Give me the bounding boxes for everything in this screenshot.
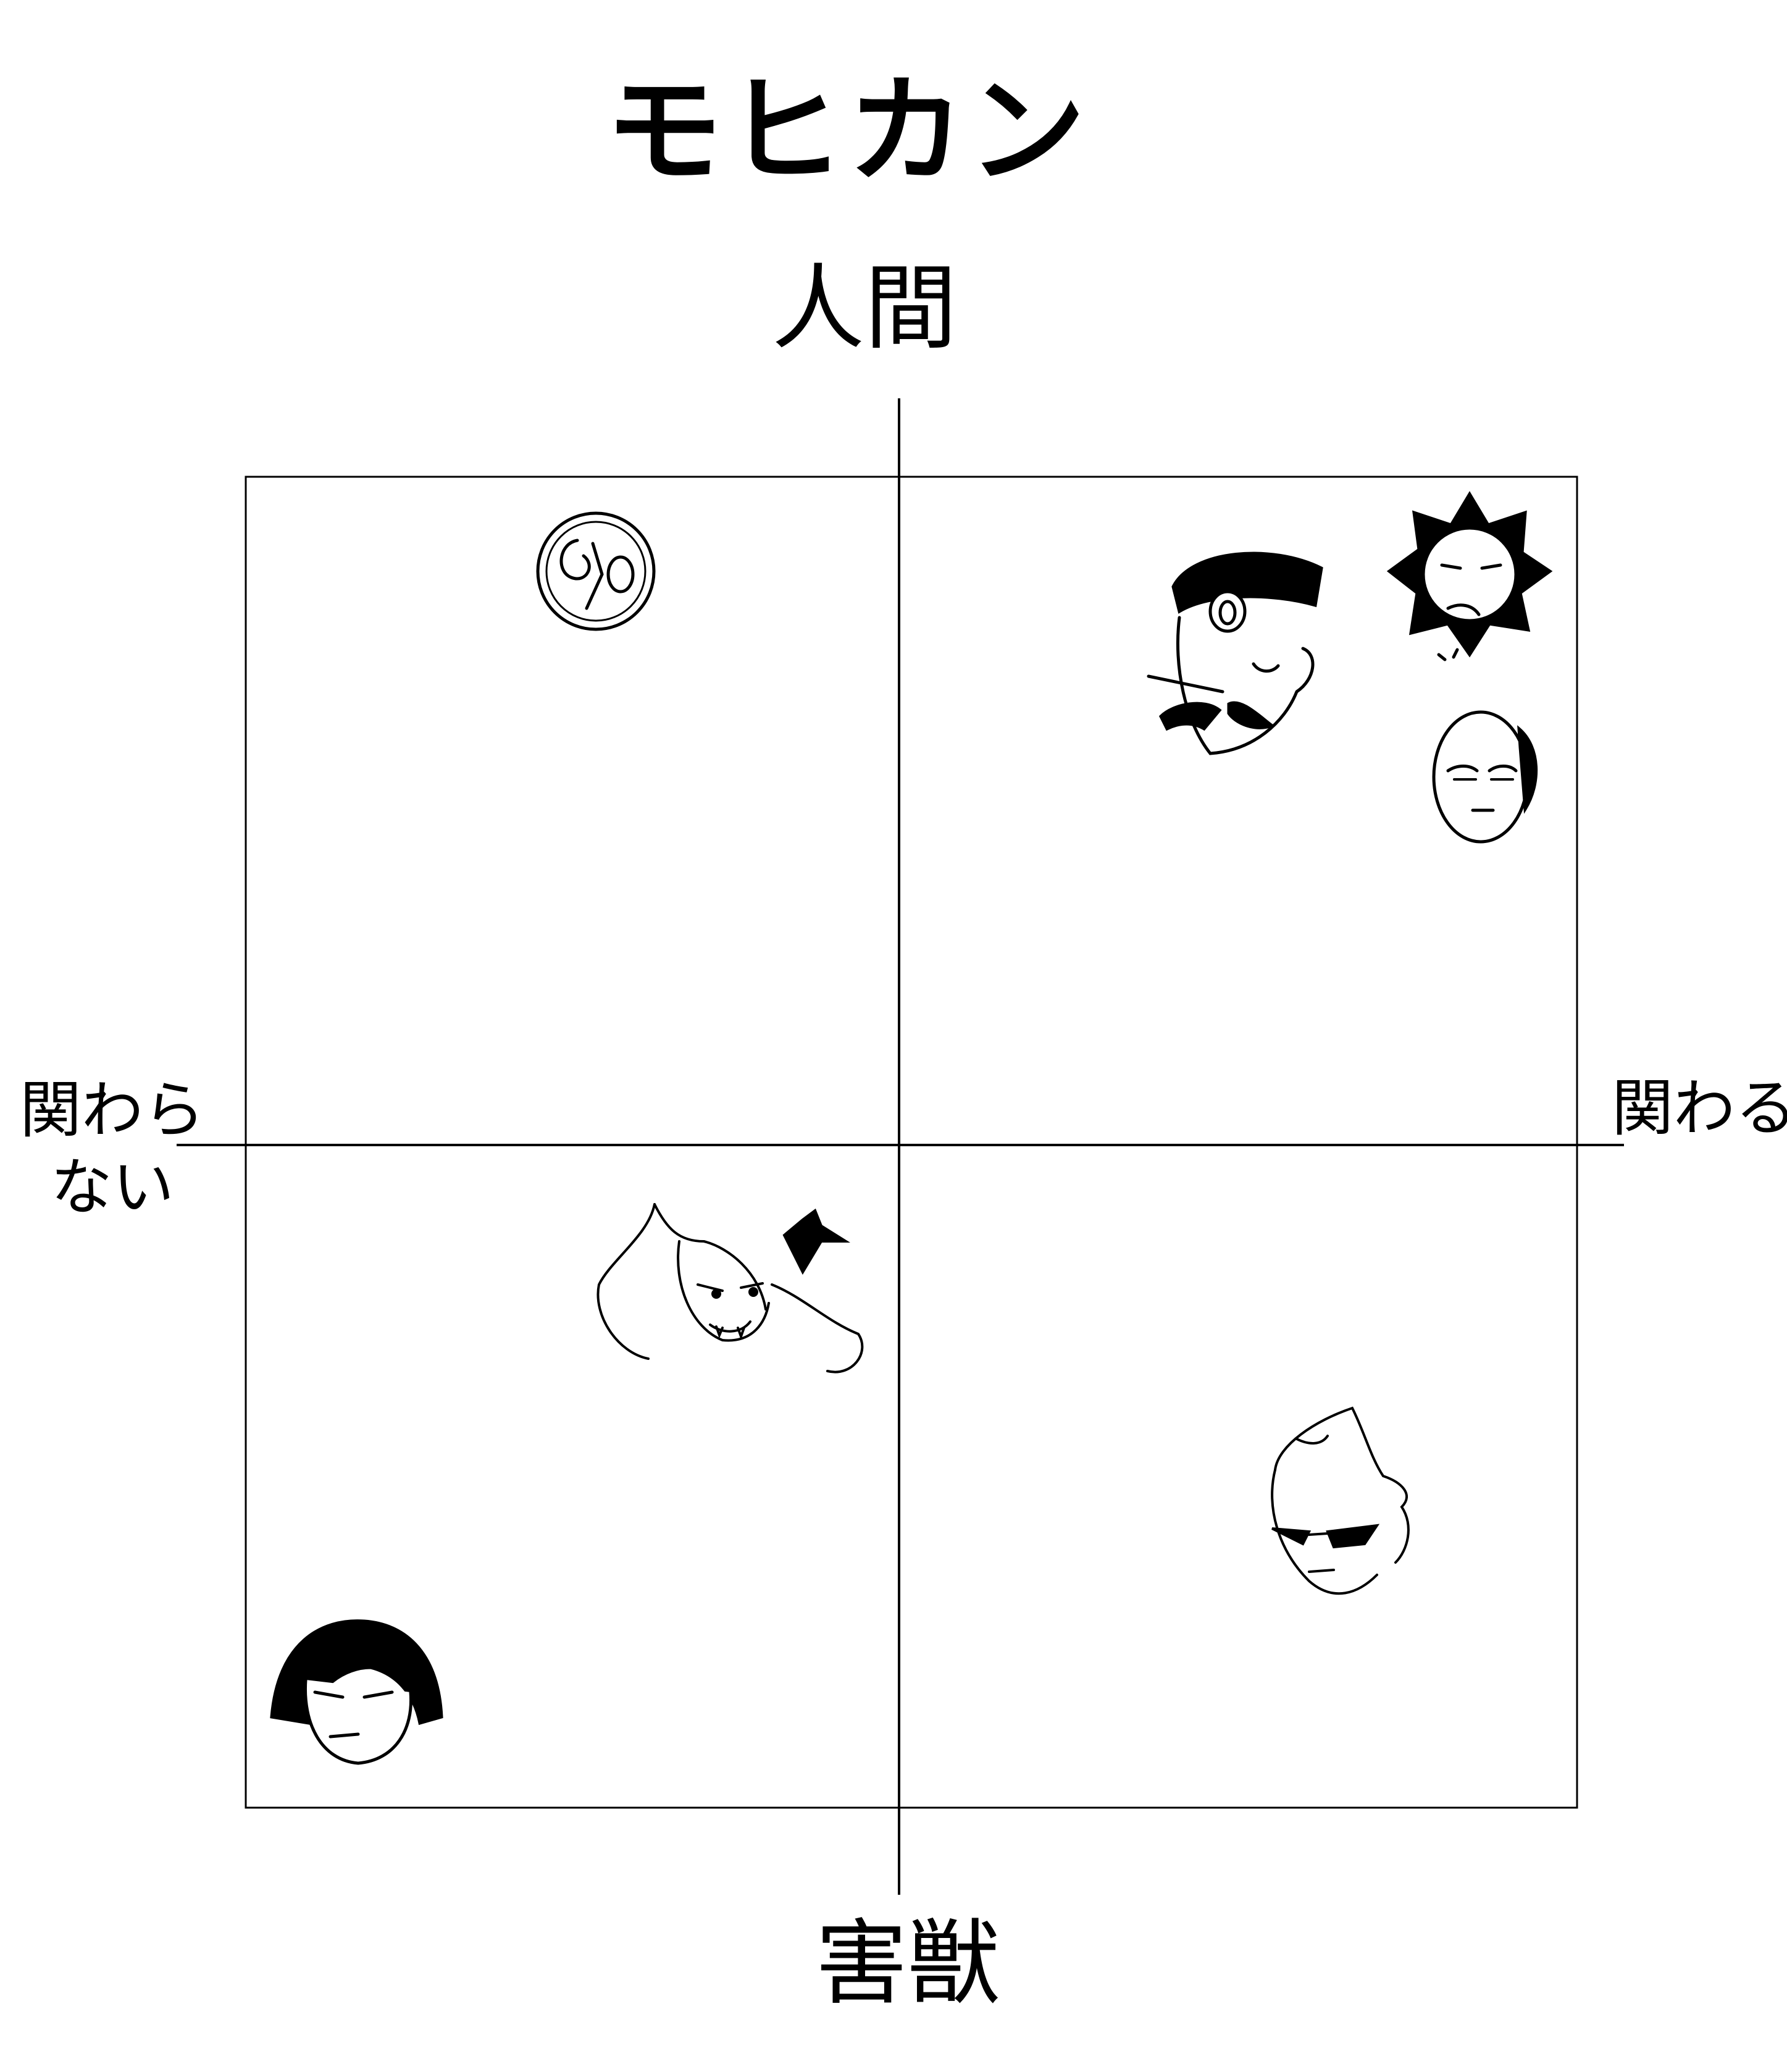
- bob-hair-face-icon: [270, 1619, 443, 1765]
- cracked-mask-face-icon: [536, 511, 656, 631]
- mustache-man-face-icon: [1147, 552, 1323, 755]
- axis-label-top: 人間: [772, 255, 958, 363]
- spiky-sun-face-icon: [1386, 491, 1553, 661]
- bald-man-face-icon: [1432, 710, 1538, 844]
- axis-label-right: 関わる: [1612, 1072, 1787, 1144]
- axis-label-left: 関わら ない: [20, 1072, 205, 1226]
- axis-label-bottom: 害獣: [815, 1910, 1001, 2018]
- axis-label-left-line1: 関わら: [20, 1074, 205, 1146]
- sunglasses-man-face-icon: [1271, 1406, 1410, 1595]
- bat-winged-girl-face-icon: [596, 1203, 864, 1374]
- chart-title: モヒカン: [605, 63, 1090, 199]
- chart-frame: [245, 476, 1578, 1809]
- axis-label-left-line2: ない: [51, 1151, 174, 1223]
